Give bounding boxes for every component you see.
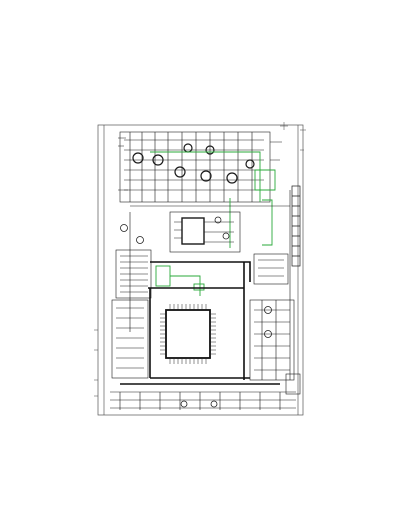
highlight-nets	[150, 151, 276, 296]
lower-circuit-block	[110, 299, 301, 410]
main-ic	[160, 304, 216, 364]
sheet-frame	[97, 124, 304, 416]
upper-circuit-block	[118, 131, 282, 203]
transistor-symbols	[120, 216, 272, 408]
middle-circuit-block	[115, 190, 291, 380]
bus-lines	[120, 261, 280, 385]
right-connector	[291, 185, 301, 267]
margin-marks	[94, 122, 306, 397]
